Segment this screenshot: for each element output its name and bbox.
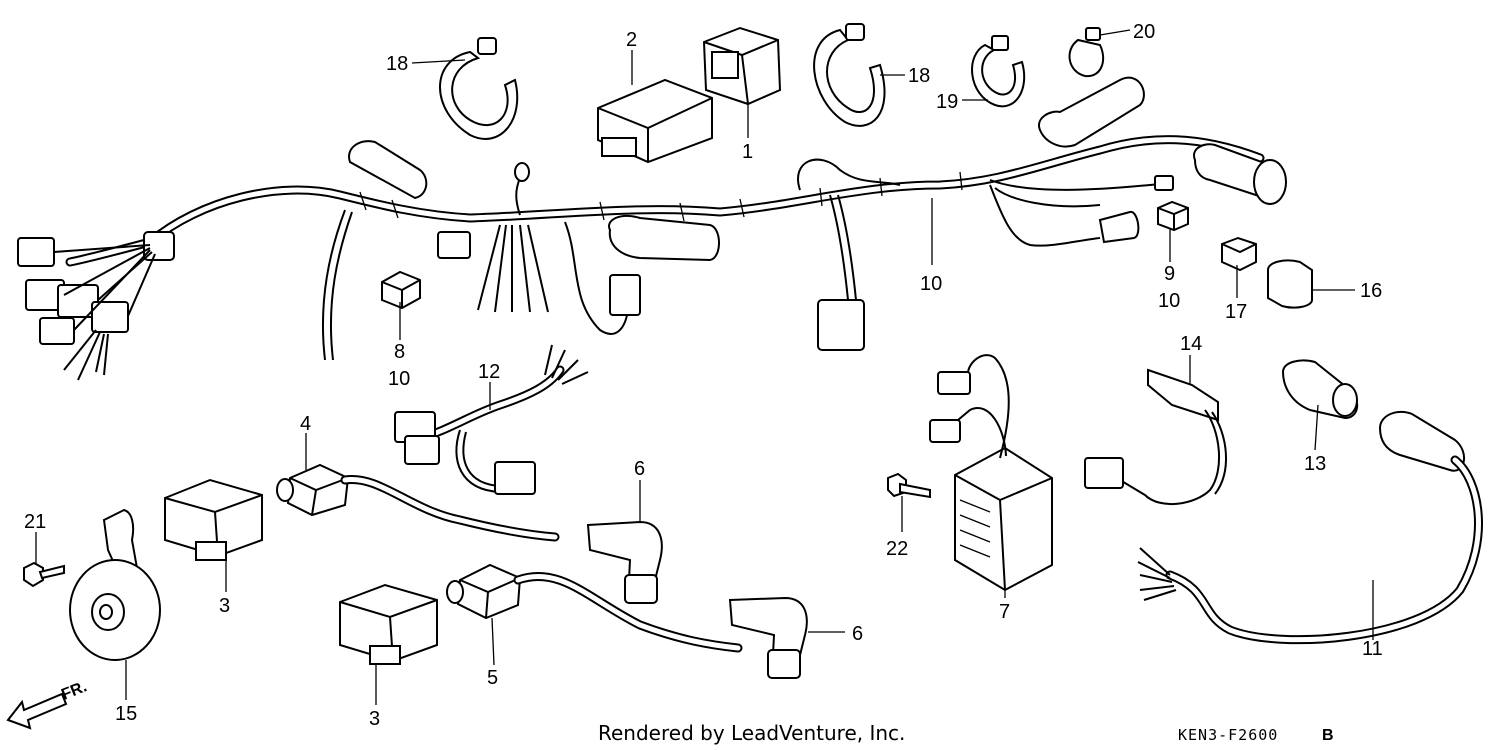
callout-1: 1: [742, 141, 753, 163]
harness-11[interactable]: [1137, 410, 1483, 645]
connector: [1098, 211, 1140, 244]
callout-18-left: 18: [386, 53, 408, 75]
ignition-coil-4[interactable]: [276, 463, 560, 542]
ring-terminal: [514, 162, 530, 182]
sub-harness-12[interactable]: [394, 344, 589, 495]
plug-cap-6-lower[interactable]: [728, 596, 808, 679]
callout-9-10: 10: [1158, 290, 1180, 312]
horn-15[interactable]: [69, 508, 161, 661]
callout-6-lower: 6: [852, 623, 863, 645]
cover-opening: [1253, 159, 1287, 205]
callout-12: 12: [478, 361, 500, 383]
wire-clamp-20[interactable]: [1068, 27, 1105, 78]
wire-band-18-right[interactable]: [813, 23, 886, 127]
connector: [609, 274, 641, 316]
callout-19: 19: [936, 91, 958, 113]
callout-2: 2: [626, 29, 637, 51]
callout-21: 21: [24, 511, 46, 533]
connector: [17, 237, 55, 267]
wire-band-19[interactable]: [971, 35, 1026, 108]
connector: [39, 317, 75, 345]
relay-8[interactable]: [381, 270, 421, 310]
callout-17: 17: [1225, 301, 1247, 323]
spark-plug-cap-3-lower[interactable]: [339, 583, 438, 665]
bolt-22[interactable]: [887, 472, 931, 499]
diagram-code-suffix: B: [1322, 727, 1334, 744]
callout-9: 9: [1164, 263, 1175, 285]
callout-6-upper: 6: [634, 458, 645, 480]
callout-8: 8: [394, 341, 405, 363]
callout-14: 14: [1180, 333, 1202, 355]
spark-plug-cap-3-upper[interactable]: [164, 478, 263, 561]
connector-cover: [1038, 76, 1145, 148]
callout-16: 16: [1360, 280, 1382, 302]
callout-5: 5: [487, 667, 498, 689]
connector-cover-13[interactable]: [1281, 359, 1359, 420]
connector: [1154, 175, 1174, 191]
callout-4: 4: [300, 413, 311, 435]
callout-18-right: 18: [908, 65, 930, 87]
callout-10: 10: [920, 273, 942, 295]
relay-16[interactable]: [1267, 259, 1313, 309]
callout-3-lower: 3: [369, 708, 380, 730]
connector-cover: [348, 140, 428, 200]
front-label: FR.: [59, 678, 89, 703]
bolt-21[interactable]: [23, 561, 65, 588]
callout-11: 11: [1362, 638, 1383, 660]
connector-1[interactable]: [702, 26, 782, 106]
cdi-unit-2[interactable]: [597, 78, 713, 164]
wire-band-18-left[interactable]: [439, 37, 519, 140]
callout-22: 22: [886, 538, 908, 560]
connector: [437, 231, 471, 259]
callout-20: 20: [1133, 21, 1155, 43]
connector: [817, 299, 865, 351]
arrow-icon: [6, 692, 68, 730]
relay-9[interactable]: [1157, 200, 1189, 232]
callout-8-10: 10: [388, 368, 410, 390]
callout-15: 15: [115, 703, 137, 725]
switch-14[interactable]: [1084, 368, 1227, 506]
ignition-coil-5[interactable]: [446, 563, 743, 653]
main-wire-harness[interactable]: [17, 76, 1287, 381]
connector-17[interactable]: [1221, 236, 1257, 272]
regulator-rectifier-7[interactable]: [929, 354, 1053, 592]
callout-labels: 18 2 1 18 19 20 8 10 10 9 10 17 16 12 14…: [24, 21, 1383, 730]
footer-credit: Rendered by LeadVenture, Inc.: [598, 721, 905, 745]
plug-cap-6-upper[interactable]: [586, 520, 663, 604]
callout-13: 13: [1304, 453, 1326, 475]
callout-7: 7: [999, 601, 1010, 623]
callout-3-upper: 3: [219, 595, 230, 617]
connector: [91, 301, 129, 333]
connector-cover: [608, 214, 720, 262]
diagram-code: KEN3-F2600: [1178, 726, 1278, 744]
leader-lines: [35, 29, 1374, 705]
front-direction-arrow: FR.: [6, 678, 89, 730]
